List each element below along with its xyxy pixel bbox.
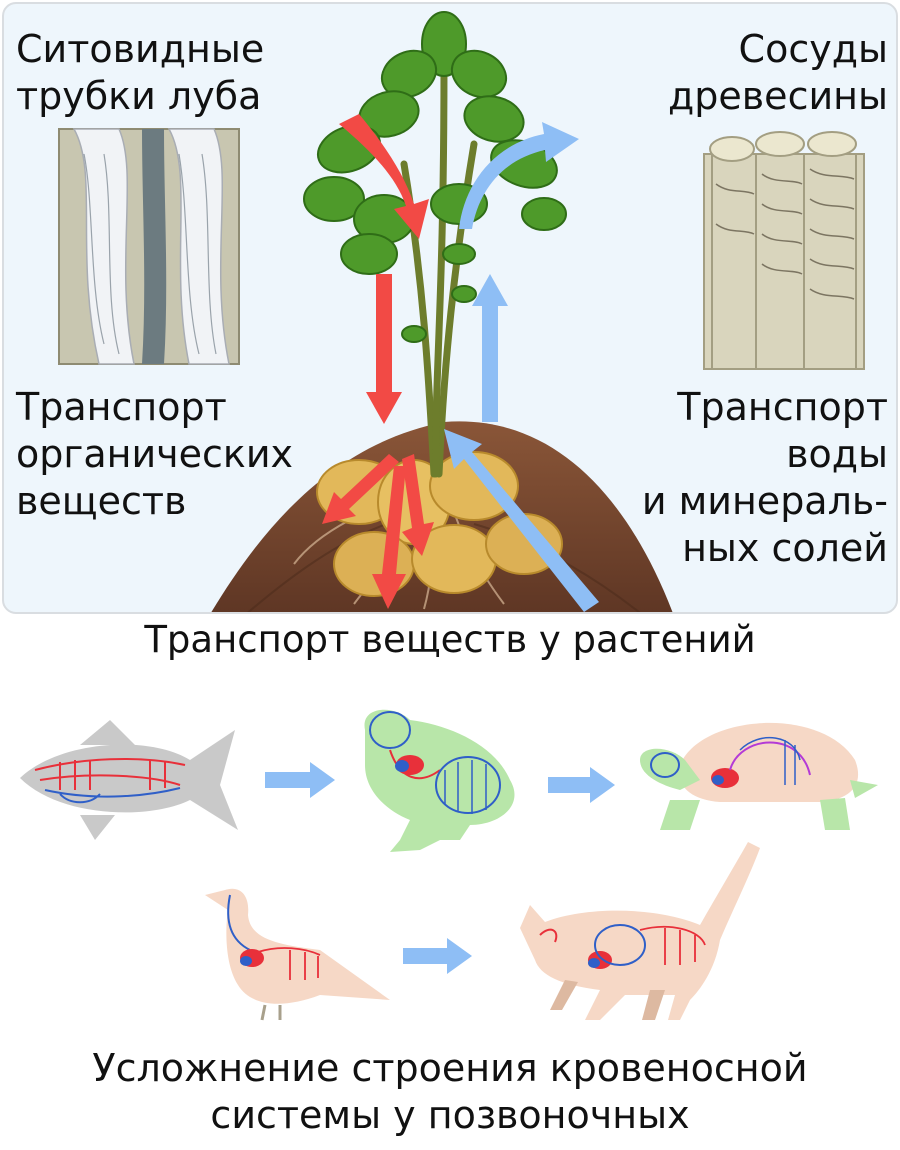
plant-caption: Транспорт веществ у растений <box>144 618 756 661</box>
water-transport-arrows <box>444 122 599 612</box>
organic-transport-arrows <box>322 114 434 609</box>
plant-illustration <box>58 11 865 612</box>
arrow-right-icon <box>265 762 335 798</box>
organic-transport-label: Транспорт органических веществ <box>16 385 294 523</box>
turtle-icon <box>640 722 878 830</box>
phloem-label: Ситовидные трубки луба <box>16 27 265 118</box>
potato-tubers <box>316 451 563 597</box>
xylem-vessels-illustration <box>703 131 865 370</box>
animals-caption: Усложнение строения кровеносной системы … <box>92 1046 808 1137</box>
bird-icon <box>205 888 390 1021</box>
vertebrate-circulation-illustration <box>20 709 878 1021</box>
frog-icon <box>364 709 515 852</box>
water-transport-label: Транспорт воды и минераль- ных солей <box>641 385 888 570</box>
xylem-label: Сосуды древесины <box>668 27 888 118</box>
cat-icon <box>520 842 760 1020</box>
arrow-right-icon <box>403 938 472 974</box>
phloem-tubes-illustration <box>58 128 240 365</box>
arrow-right-icon <box>548 767 615 803</box>
plant-leaves <box>303 11 567 343</box>
plant-stems <box>400 60 478 478</box>
plant-transport-panel: Ситовидные трубки луба Сосуды древесины … <box>2 2 898 614</box>
fish-icon <box>20 720 238 840</box>
